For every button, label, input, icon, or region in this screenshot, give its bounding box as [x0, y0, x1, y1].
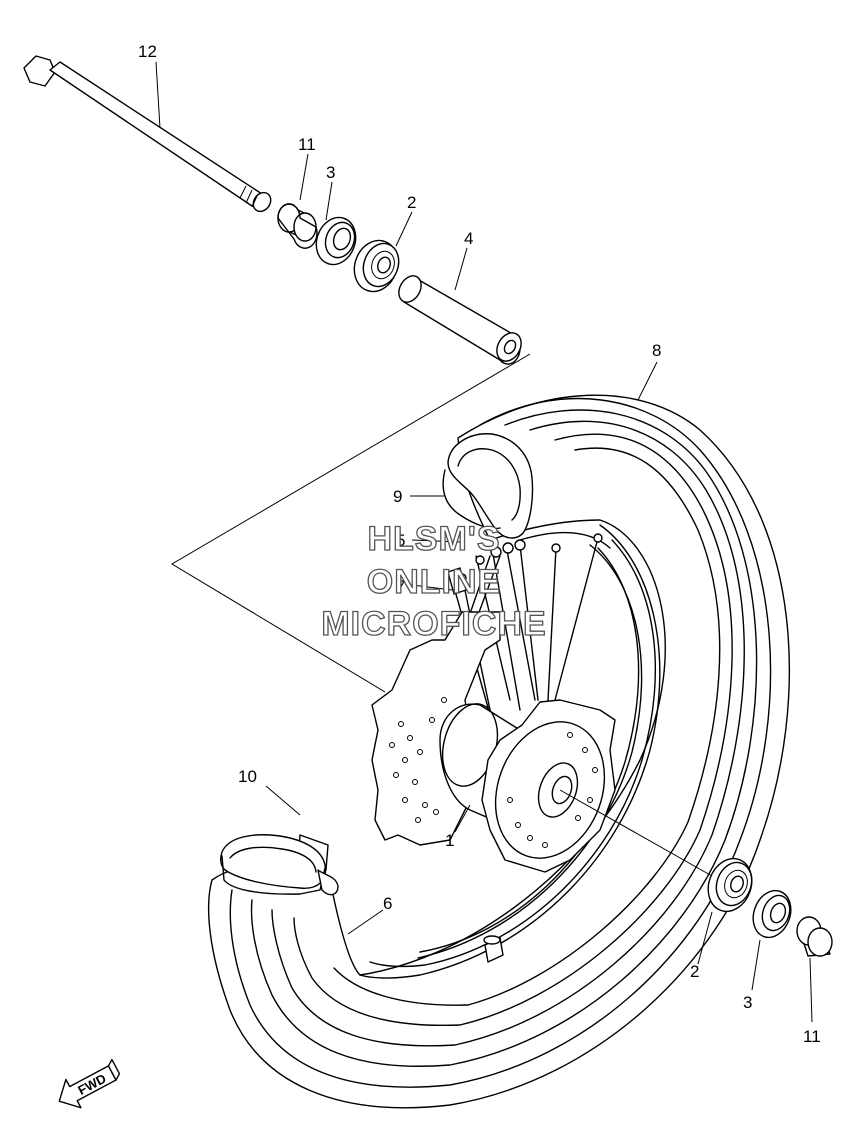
oil-seal-part-3-bottom[interactable] — [747, 885, 797, 942]
rim-band-part-10[interactable] — [220, 834, 339, 896]
bearing-part-2-top[interactable] — [347, 234, 404, 297]
bearing-part-2-bottom[interactable] — [701, 852, 759, 917]
label-part-1: 1 — [445, 831, 454, 850]
valve-stem[interactable] — [483, 935, 504, 963]
collar-part-11-top[interactable] — [277, 203, 318, 249]
label-part-4: 4 — [464, 229, 473, 248]
label-part-2-bottom: 2 — [690, 962, 699, 981]
oil-seal-part-3-top[interactable] — [310, 212, 362, 270]
assembly-guide-line-right — [559, 789, 713, 877]
fwd-arrow-icon: FWD — [58, 1058, 121, 1109]
fwd-label: FWD — [75, 1071, 108, 1098]
assembly-guide-line — [171, 353, 531, 693]
rim-band-part-9[interactable] — [442, 433, 534, 539]
tire-part-6[interactable] — [207, 394, 791, 1109]
collar-part-11-bottom[interactable] — [796, 916, 833, 957]
axle-part-12[interactable] — [23, 55, 274, 215]
label-part-10: 10 — [238, 767, 257, 786]
watermark-line-2: ONLINE — [367, 563, 501, 601]
part-number-labels: 12 11 3 2 4 8 9 5 7 10 1 6 2 3 11 — [138, 42, 821, 1046]
label-part-11-top: 11 — [298, 135, 316, 154]
label-part-8: 8 — [652, 341, 661, 360]
leader-lines — [155, 61, 813, 1023]
label-part-3-top: 3 — [326, 163, 335, 182]
watermark-line-1: HLSM'S — [367, 520, 500, 558]
label-part-2-top: 2 — [407, 193, 416, 212]
label-part-5: 5 — [396, 531, 405, 550]
hub-part-1[interactable] — [371, 611, 623, 874]
label-part-11-bottom: 11 — [803, 1027, 821, 1046]
label-part-9: 9 — [393, 487, 402, 506]
watermark-line-3: MICROFICHE — [321, 605, 546, 643]
valve-part-7[interactable] — [447, 567, 467, 595]
spacer-part-4[interactable] — [394, 272, 526, 366]
label-part-6: 6 — [383, 894, 392, 913]
label-part-12: 12 — [138, 42, 157, 61]
label-part-3-bottom: 3 — [743, 993, 752, 1012]
rim-part-8[interactable] — [369, 531, 656, 968]
label-part-7: 7 — [396, 577, 405, 596]
watermark: HLSM'S ONLINE MICROFICHE — [321, 519, 547, 643]
